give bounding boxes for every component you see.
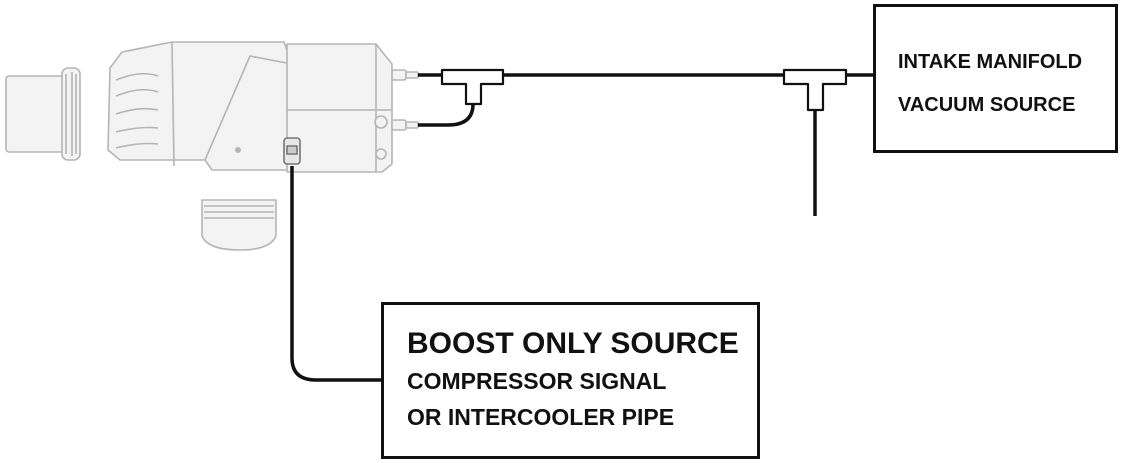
tee-fitting-left xyxy=(440,68,505,106)
blow-off-valve-illustration xyxy=(5,41,419,251)
boost-box-title: BOOST ONLY SOURCE xyxy=(407,327,739,360)
hose-boost-source xyxy=(290,166,381,382)
intake-box-line2: VACUUM SOURCE xyxy=(898,94,1076,116)
intake-box-line1: INTAKE MANIFOLD xyxy=(898,51,1083,73)
boost-box-line1: COMPRESSOR SIGNAL xyxy=(407,368,667,394)
tee-fitting-right xyxy=(782,68,848,112)
hose-bottom-outlet xyxy=(418,103,475,127)
lower-flange xyxy=(201,199,277,251)
valve-cap xyxy=(286,43,419,173)
boost-box-line2: OR INTERCOOLER PIPE xyxy=(407,404,675,430)
inlet-flange xyxy=(5,67,81,161)
boost-port-fitting xyxy=(283,137,301,165)
intake-manifold-box: INTAKE MANIFOLD VACUUM SOURCE xyxy=(873,4,1118,153)
boost-source-box: BOOST ONLY SOURCE COMPRESSOR SIGNAL OR I… xyxy=(381,302,760,459)
hose-lines xyxy=(290,73,873,382)
tee-fittings xyxy=(440,68,848,112)
valve-body xyxy=(107,41,293,171)
